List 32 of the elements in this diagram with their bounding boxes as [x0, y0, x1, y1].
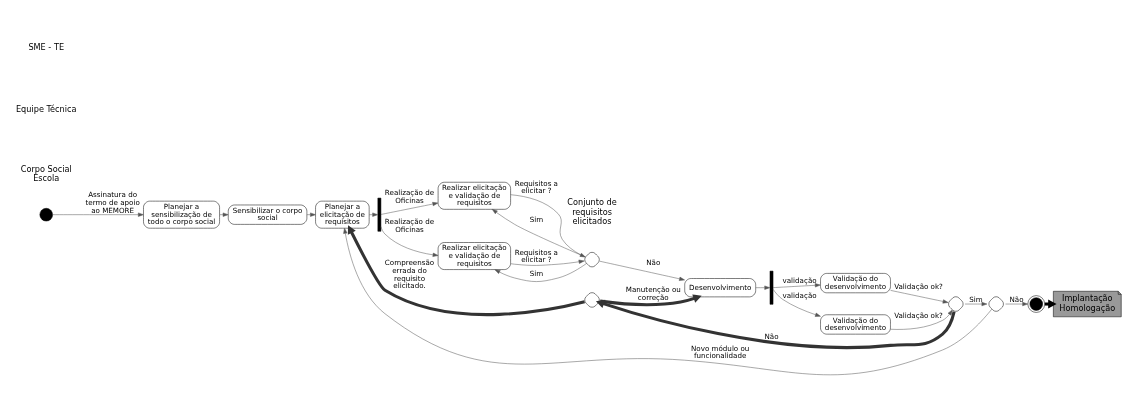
arrow — [494, 263, 587, 282]
node-diamond — [948, 296, 964, 312]
arrow — [755, 285, 771, 290]
arrow — [772, 283, 821, 288]
arrow — [772, 289, 821, 317]
arrow — [890, 309, 953, 330]
node-diamond — [584, 252, 600, 268]
label: Equipe Técnica — [15, 104, 77, 115]
arrow — [306, 212, 316, 217]
node-diamond — [988, 296, 1004, 312]
node-bar — [377, 197, 382, 232]
arrow — [1005, 302, 1028, 307]
label: Conjunto de requisitos elicitados — [567, 197, 617, 226]
node-bar — [769, 270, 774, 305]
arrow — [510, 259, 585, 266]
node-circle — [39, 208, 53, 222]
arrow — [52, 212, 144, 217]
arrow — [219, 212, 229, 217]
arrow — [890, 290, 949, 304]
arrow — [510, 194, 586, 258]
arrow — [380, 226, 439, 257]
label: Corpo Social Escola — [20, 164, 72, 184]
arrow — [595, 299, 956, 349]
arrow — [380, 202, 439, 215]
arrow — [599, 260, 685, 281]
arrow — [964, 302, 988, 307]
arrow — [347, 225, 585, 317]
arrow — [343, 228, 993, 376]
label: SME - TE — [28, 42, 65, 53]
node-diamond — [584, 292, 600, 308]
arrow — [491, 209, 586, 258]
arrow — [368, 212, 378, 217]
